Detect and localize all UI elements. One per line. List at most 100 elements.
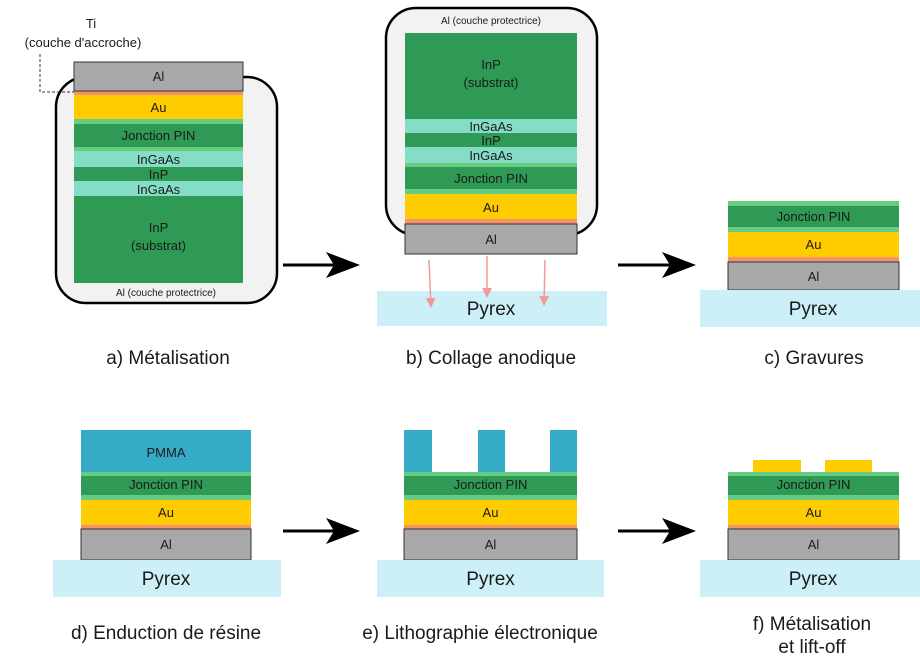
process-arrow-icon (283, 252, 360, 278)
al-label: Al (808, 269, 820, 284)
au-label: Au (806, 237, 822, 252)
pin-label: Jonction PIN (454, 171, 528, 186)
ingaas-label: InGaAs (137, 182, 181, 197)
light-green-layer (404, 472, 577, 476)
pin-label: Jonction PIN (777, 209, 851, 224)
pin-label: Jonction PIN (777, 477, 851, 492)
inp-layer (405, 133, 577, 147)
au-layer (404, 500, 577, 525)
process-arrow-icon (618, 252, 696, 278)
al-label: Al (485, 232, 497, 247)
caption-e: e) Lithographie électronique (362, 623, 598, 644)
light-green-layer (74, 119, 243, 124)
step-e-ebeam-lithography: Jonction PIN Au Al Pyrex (377, 430, 604, 597)
caption-d: d) Enduction de résine (71, 623, 261, 644)
pmma-pattern (478, 430, 505, 472)
bonding-arrow (425, 259, 436, 308)
al-layer (73, 61, 244, 92)
inp-substrate-layer (74, 196, 243, 283)
ti-layer (728, 525, 899, 529)
pyrex-label: Pyrex (466, 569, 515, 590)
au-label: Au (483, 200, 499, 215)
al-layer (80, 528, 252, 561)
light-green-layer (728, 472, 899, 476)
ti-layer (81, 525, 251, 529)
pyrex-substrate (377, 560, 604, 597)
ingaas-label: InGaAs (469, 119, 513, 134)
caption-a: a) Métalisation (106, 348, 230, 369)
light-green-layer (404, 495, 577, 500)
caption-b: b) Collage anodique (406, 348, 576, 369)
process-arrows (283, 252, 696, 544)
ingaas-layer (405, 119, 577, 133)
au-label: Au (483, 505, 499, 520)
step-d-resist-coating: PMMA Jonction PIN Au Al Pyrex (53, 430, 281, 597)
au-layer (405, 194, 577, 219)
pin-junction-layer (405, 167, 577, 189)
al-label: Al (485, 537, 497, 552)
ingaas-layer (405, 147, 577, 163)
pmma-pattern (404, 430, 432, 472)
pin-junction-layer (728, 476, 899, 495)
ingaas-layer (74, 181, 243, 196)
inp-substrate-label: InP (149, 220, 169, 235)
au-layer (74, 95, 243, 119)
pyrex-label: Pyrex (789, 299, 838, 320)
inp-substrate-label: InP (481, 57, 501, 72)
pin-label: Jonction PIN (454, 477, 528, 492)
pyrex-label: Pyrex (467, 299, 516, 320)
light-green-layer (728, 201, 899, 206)
protective-layer-label: Al (couche protectrice) (441, 16, 541, 27)
al-label: Al (160, 537, 172, 552)
substrate-label: (substrat) (464, 75, 519, 90)
ingaas-label: InGaAs (469, 148, 513, 163)
light-green-layer (405, 163, 577, 167)
au-layer (81, 500, 251, 525)
light-green-layer (728, 495, 899, 500)
pyrex-label: Pyrex (789, 569, 838, 590)
pin-label: Jonction PIN (122, 128, 196, 143)
pin-junction-layer (728, 206, 899, 227)
pmma-layer (81, 430, 251, 472)
pyrex-substrate (377, 291, 607, 326)
pin-junction-layer (81, 476, 251, 495)
ti-layer (404, 525, 577, 529)
ti-layer (74, 91, 243, 95)
au-contact-pad (753, 460, 801, 472)
step-b-anodic-bonding: Al (couche protectrice) InP (substrat) I… (377, 6, 607, 326)
au-layer (728, 232, 899, 257)
step-f-metalisation-liftoff: Jonction PIN Au Al Pyrex (700, 460, 920, 597)
light-green-layer (405, 189, 577, 194)
pyrex-label: Pyrex (142, 569, 191, 590)
pmma-pattern (550, 430, 577, 472)
pin-junction-layer (404, 476, 577, 495)
al-layer (404, 223, 578, 255)
light-green-layer (728, 227, 899, 232)
substrate-label: (substrat) (131, 238, 186, 253)
al-layer (727, 261, 900, 291)
al-label: Al (153, 69, 165, 84)
step-c-etching: Jonction PIN Au Al Pyrex (700, 201, 920, 327)
ingaas-label: InGaAs (137, 152, 181, 167)
al-layer (403, 528, 578, 561)
pin-label: Jonction PIN (129, 477, 203, 492)
ti-label: Ti (86, 16, 96, 31)
step-a-metalisation: Al Au Jonction PIN InGaAs InP InGaAs InP… (25, 16, 279, 305)
caption-f-line-2: et lift-off (778, 637, 846, 658)
inp-layer (74, 167, 243, 181)
au-contact-pad (825, 460, 872, 472)
pyrex-substrate (53, 560, 281, 597)
au-label: Au (151, 100, 167, 115)
pmma-label: PMMA (147, 445, 186, 460)
pin-junction-layer (74, 124, 243, 147)
ingaas-layer (74, 151, 243, 167)
au-label: Au (806, 505, 822, 520)
au-layer (728, 500, 899, 525)
caption-c: c) Gravures (764, 348, 863, 369)
al-label: Al (808, 537, 820, 552)
au-label: Au (158, 505, 174, 520)
caption-f-line-1: f) Métalisation (753, 614, 871, 635)
light-green-layer (74, 147, 243, 151)
bonding-arrow (539, 259, 550, 306)
